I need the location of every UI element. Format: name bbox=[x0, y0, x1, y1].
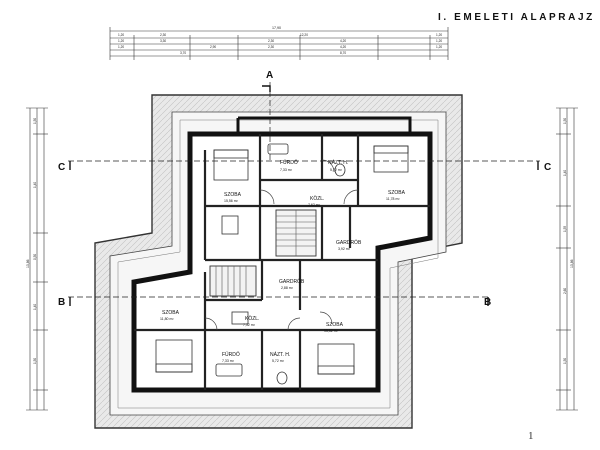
room-area-kozl-bottom: 7,32 m² bbox=[243, 323, 256, 327]
dim-right-0: 1,50 bbox=[563, 118, 567, 124]
dim-top-4-0: 3,70 bbox=[180, 51, 186, 55]
dim-right-2: 1,55 bbox=[563, 226, 567, 232]
dim-left-2: 0,50 bbox=[33, 254, 37, 260]
dim-top-2-2: 2,30 bbox=[268, 39, 274, 43]
room-name-kozl-top: KÖZL. bbox=[310, 195, 324, 202]
room-name-szoba-top-right: SZOBA bbox=[388, 190, 406, 196]
room-name-gardrob-right: GARDRÓB bbox=[336, 239, 362, 246]
room-area-gardrob-center: 2,88 m² bbox=[281, 286, 294, 290]
room-area-gardrob-right: 3,92 m² bbox=[338, 247, 351, 251]
dim-top-3-0: 1,20 bbox=[118, 45, 124, 49]
right-dimension-chains bbox=[556, 107, 578, 411]
door-swings bbox=[204, 159, 359, 331]
section-lines bbox=[68, 82, 540, 298]
building-outer-wall bbox=[131, 131, 433, 393]
room-name-wc-bottom: NÁZT. H. bbox=[270, 351, 290, 358]
dim-left-0: 1,50 bbox=[33, 118, 37, 124]
dim-top-2-0: 1,20 bbox=[118, 39, 124, 43]
dim-left-3: 1,40 bbox=[33, 304, 37, 310]
dim-top-2-4: 1,20 bbox=[436, 39, 442, 43]
section-mark-b-right: B bbox=[484, 297, 491, 308]
room-name-szoba-bottom-right: SZOBA bbox=[326, 322, 344, 328]
dim-top-2-1: 3,30 bbox=[160, 39, 166, 43]
section-mark-c-right: C bbox=[544, 162, 551, 173]
dim-top-1-1: 2,30 bbox=[160, 33, 166, 37]
dim-top-3-1: 2,90 bbox=[210, 45, 216, 49]
room-name-furdo-top: FÜRDŐ bbox=[280, 159, 298, 166]
room-area-wc-bottom: 5,72 m² bbox=[272, 359, 285, 363]
dim-top-2-3: 4,20 bbox=[340, 39, 346, 43]
dim-left-4: 1,50 bbox=[33, 358, 37, 364]
dim-top-1-0: 1,20 bbox=[118, 33, 124, 37]
room-name-wc-top: NÁZT. H. bbox=[328, 159, 348, 166]
plan-title: I. EMELETI ALAPRAJZ bbox=[438, 12, 595, 23]
dim-top-4-1: 8,70 bbox=[340, 51, 346, 55]
room-name-furdo-bottom: FÜRDŐ bbox=[222, 351, 240, 358]
room-area-wc-top: 5,72 m² bbox=[330, 168, 343, 172]
room-name-gardrob-center: GARDRÓB bbox=[279, 278, 305, 285]
room-area-szoba-top-left: 15,56 m² bbox=[224, 199, 239, 203]
staircase bbox=[209, 209, 317, 297]
dim-top-1-3: 1,20 bbox=[436, 33, 442, 37]
dim-left-1: 1,40 bbox=[33, 182, 37, 188]
room-area-kozl-top: 7,62 m² bbox=[308, 203, 321, 207]
dim-right-overall: 13,86 bbox=[570, 259, 574, 268]
dim-right-3: 2,60 bbox=[563, 288, 567, 294]
room-area-szoba-bottom-right: 15,52 m² bbox=[324, 329, 339, 333]
upper-core-wall bbox=[238, 116, 412, 134]
room-area-szoba-bottom-left: 11,80 m² bbox=[160, 317, 174, 321]
room-name-kozl-bottom: KÖZL. bbox=[245, 315, 259, 322]
dim-top-overall: 17,90 bbox=[272, 26, 281, 30]
dimension-labels: 17,90 1,20 2,30 12,20 1,20 1,20 3,30 2,3… bbox=[26, 26, 574, 364]
section-mark-b-left: B bbox=[58, 297, 65, 308]
dim-top-3-3: 4,20 bbox=[340, 45, 346, 49]
dim-top-3-4: 1,20 bbox=[436, 45, 442, 49]
room-area-szoba-top-right: 11,78 m² bbox=[386, 197, 400, 201]
dim-right-4: 1,50 bbox=[563, 358, 567, 364]
interior-walls bbox=[134, 134, 430, 390]
top-dimension-chains bbox=[109, 27, 449, 60]
room-name-szoba-top-left: SZOBA bbox=[224, 192, 242, 198]
room-name-szoba-bottom-left: SZOBA bbox=[162, 310, 180, 316]
section-mark-a: A bbox=[266, 70, 273, 81]
section-mark-c-left: C bbox=[58, 162, 65, 173]
dim-left-overall: 13,86 bbox=[26, 259, 30, 268]
room-area-furdo-bottom: 7,33 m² bbox=[222, 359, 235, 363]
dim-top-1-2: 12,20 bbox=[300, 33, 308, 37]
room-labels: FÜRDŐ 7,33 m² NÁZT. H. 5,72 m² SZOBA 15,… bbox=[160, 159, 406, 363]
sheet-number: 1 bbox=[528, 430, 534, 442]
furniture bbox=[155, 143, 409, 385]
left-dimension-chains bbox=[26, 107, 48, 411]
dim-right-1: 1,40 bbox=[563, 170, 567, 176]
dim-top-3-2: 2,30 bbox=[268, 45, 274, 49]
room-area-furdo-top: 7,33 m² bbox=[280, 168, 293, 172]
